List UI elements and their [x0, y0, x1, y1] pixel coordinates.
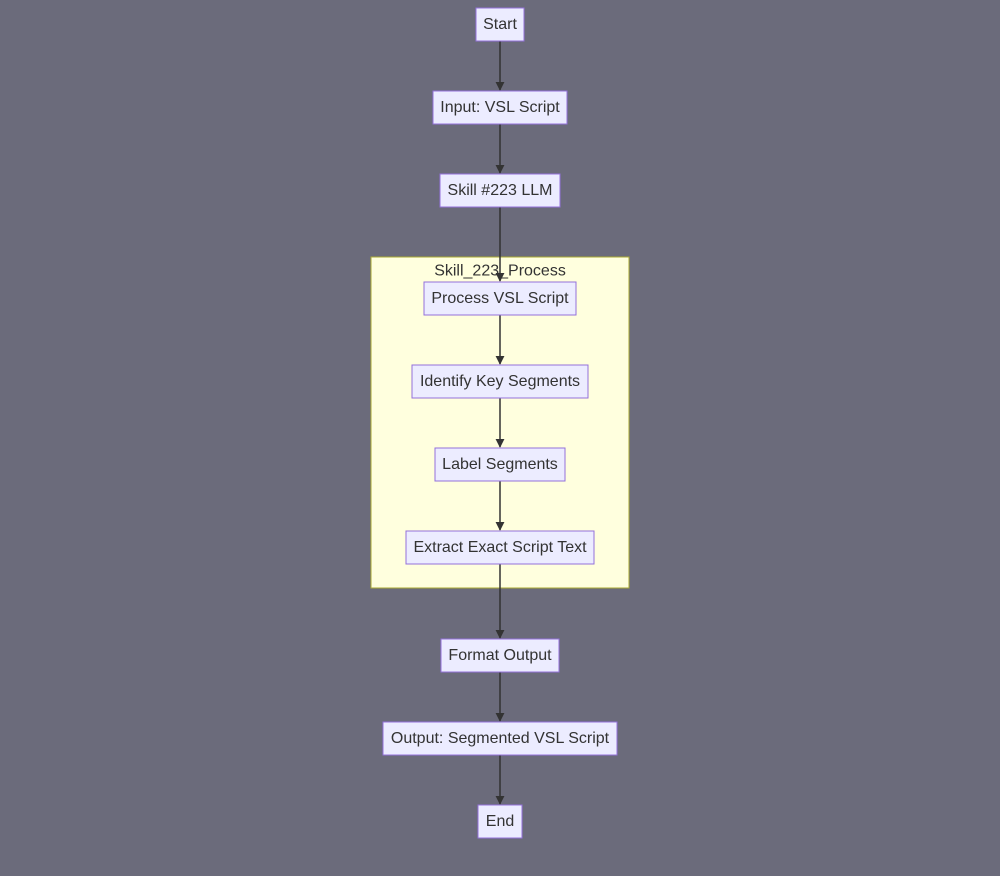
node-label: Process VSL Script: [431, 290, 569, 307]
node-label: Format Output: [448, 647, 552, 664]
node-label: Identify Key Segments: [420, 373, 580, 390]
node-label: Input: VSL Script: [440, 99, 560, 116]
node-process[interactable]: Process VSL Script: [423, 281, 577, 316]
node-output[interactable]: Output: Segmented VSL Script: [382, 721, 618, 756]
node-label: Output: Segmented VSL Script: [391, 730, 610, 747]
node-box: [434, 447, 566, 482]
node-identify[interactable]: Identify Key Segments: [411, 364, 589, 399]
node-end[interactable]: End: [477, 804, 523, 839]
node-input[interactable]: Input: VSL Script: [432, 90, 568, 125]
node-box: [423, 281, 577, 316]
node-box: [432, 90, 568, 125]
node-box: [405, 530, 595, 565]
node-start[interactable]: Start: [475, 7, 525, 42]
node-skill[interactable]: Skill #223 LLM: [439, 173, 561, 208]
node-box: [440, 638, 560, 673]
node-label: Start: [483, 16, 517, 33]
node-box: [477, 804, 523, 839]
node-label: Label Segments: [442, 456, 558, 473]
node-label: End: [486, 813, 514, 830]
node-box: [439, 173, 561, 208]
node-label-segments[interactable]: Label Segments: [434, 447, 566, 482]
node-box: [411, 364, 589, 399]
node-label: Extract Exact Script Text: [413, 539, 587, 556]
node-extract[interactable]: Extract Exact Script Text: [405, 530, 595, 565]
node-box: [382, 721, 618, 756]
node-label: Skill #223 LLM: [448, 182, 553, 199]
node-format[interactable]: Format Output: [440, 638, 560, 673]
node-box: [475, 7, 525, 42]
